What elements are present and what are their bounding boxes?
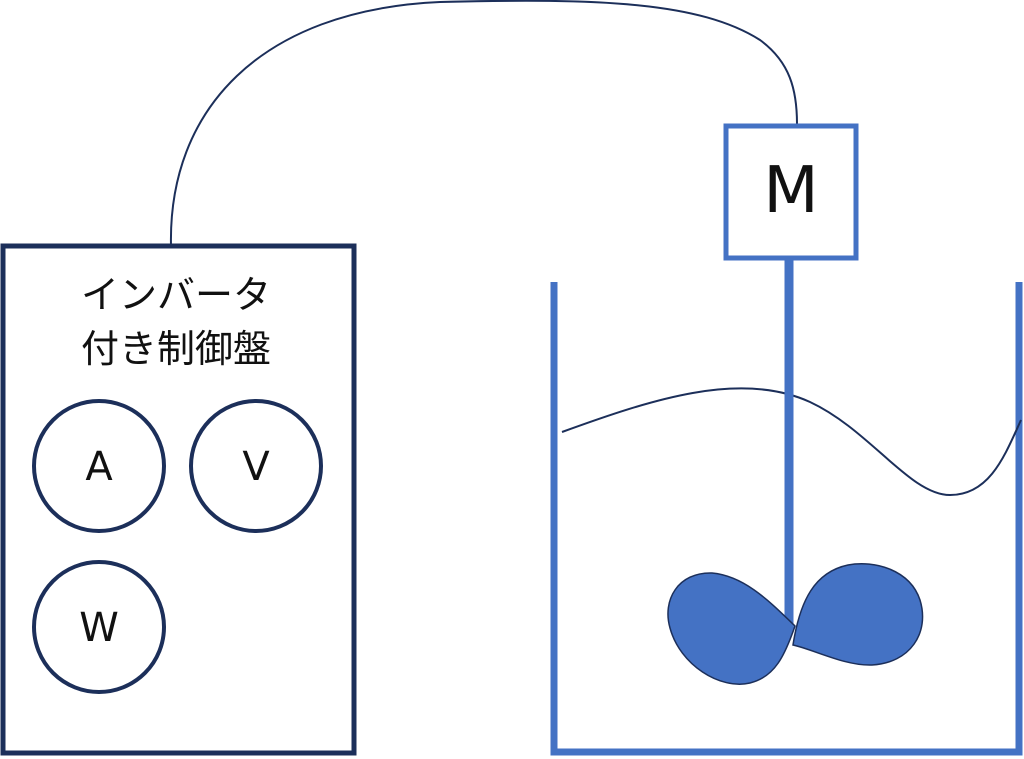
control-panel-title-line2: 付き制御盤 (81, 327, 271, 371)
ammeter-circle (32, 399, 166, 533)
tank-walls (550, 282, 1023, 756)
voltmeter-circle (189, 399, 323, 533)
power-cable (169, 0, 798, 247)
wattmeter-circle (32, 560, 166, 694)
liquid-surface (561, 387, 1022, 497)
motor-label: M (763, 154, 818, 228)
voltmeter-label: V (242, 444, 270, 490)
wattmeter-label: W (79, 605, 119, 651)
wattmeter: W (32, 560, 166, 694)
impeller-blade-left (667, 572, 796, 685)
impeller-blade-right (792, 563, 924, 666)
voltmeter: V (189, 399, 323, 533)
motor-box (723, 123, 859, 261)
ammeter-label: A (85, 444, 113, 490)
ammeter: A (32, 399, 166, 533)
control-panel-title-line1: インバータ (81, 273, 271, 317)
